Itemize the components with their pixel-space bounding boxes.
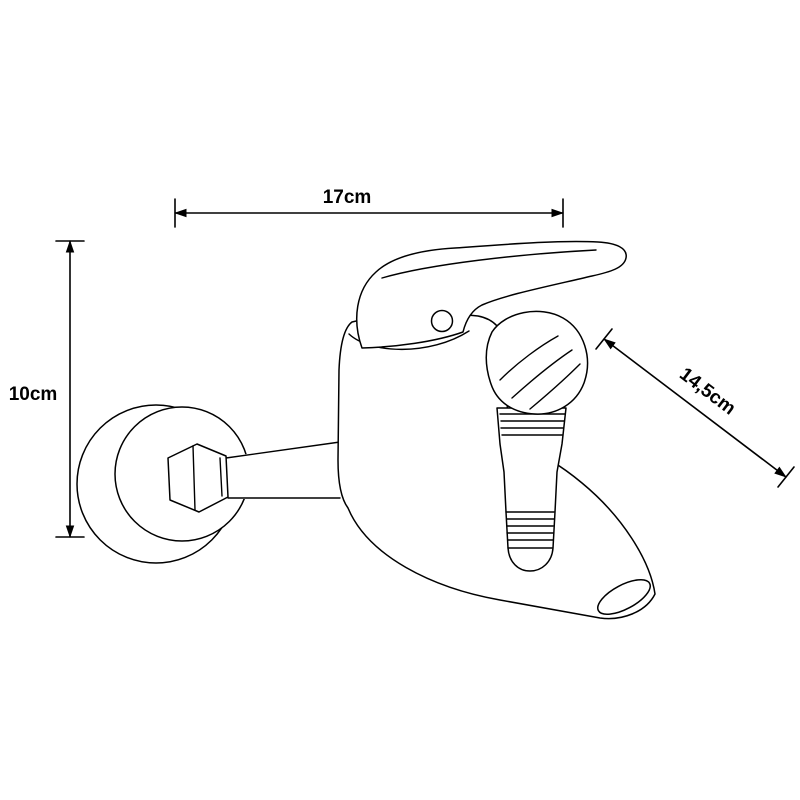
diverter-knob-hatching bbox=[499, 335, 581, 410]
dimension-spout-tick-lower bbox=[777, 466, 795, 488]
cartridge-skirt bbox=[348, 330, 470, 351]
connector-lower-threads bbox=[505, 511, 555, 549]
lever-handle-edge bbox=[381, 249, 597, 279]
diverter-knob bbox=[485, 310, 589, 415]
faucet-drawing bbox=[76, 240, 656, 620]
supply-pipe bbox=[225, 441, 341, 499]
dimension-spout-line bbox=[603, 338, 787, 478]
supply-pipe-fill bbox=[226, 441, 340, 499]
spout-opening bbox=[597, 578, 651, 616]
dimension-height: 10cm bbox=[9, 239, 85, 539]
mounting-nut-facets bbox=[192, 445, 223, 511]
dimension-height-label: 10cm bbox=[9, 384, 58, 405]
dimension-spout-depth: 14,5cm bbox=[595, 328, 795, 488]
mounting-nut bbox=[167, 443, 229, 513]
handle-screw-cap bbox=[430, 309, 454, 333]
dimension-spout-tick-upper bbox=[595, 328, 613, 350]
dimension-spout-label: 14,5cm bbox=[675, 364, 739, 420]
dimension-width: 17cm bbox=[173, 187, 565, 228]
dimension-width-label: 17cm bbox=[323, 187, 372, 208]
